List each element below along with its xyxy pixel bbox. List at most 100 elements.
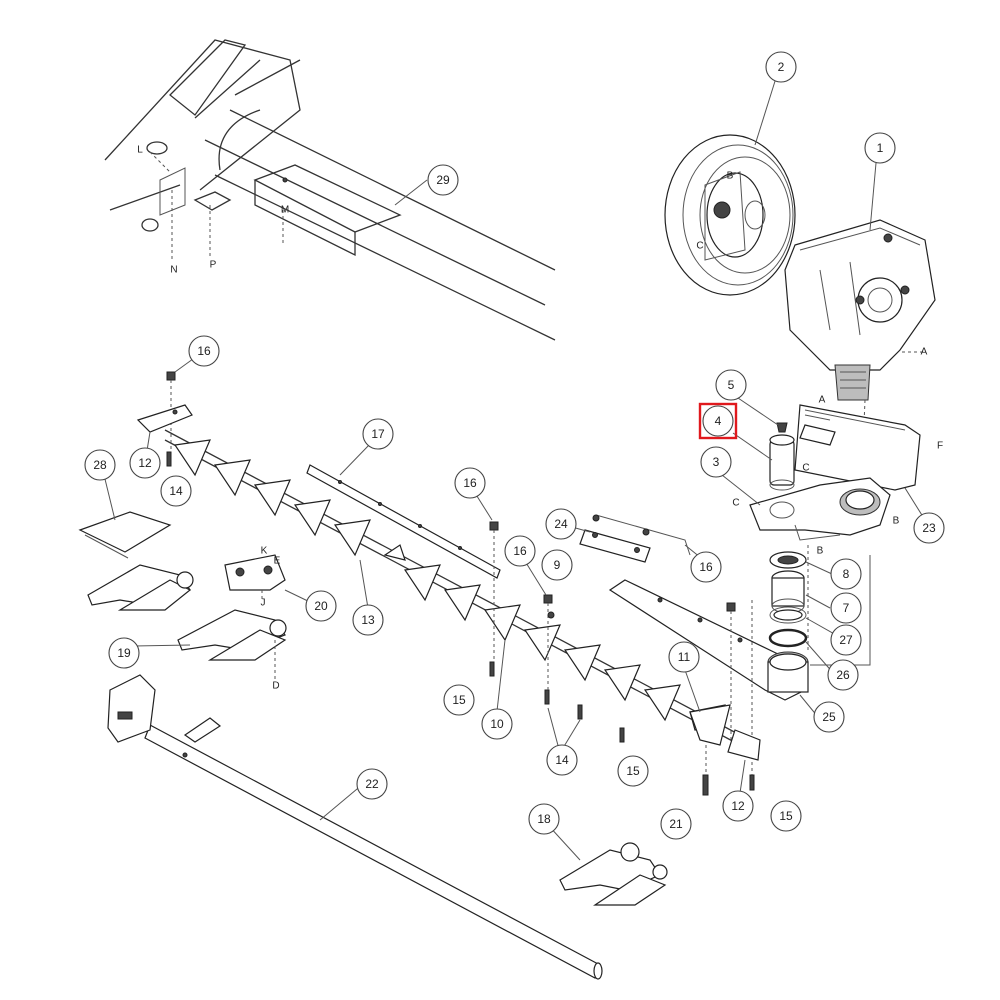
svg-text:14: 14 — [169, 484, 183, 498]
callout-4[interactable]: 4 — [702, 405, 734, 437]
svg-text:15: 15 — [452, 693, 466, 707]
svg-text:2: 2 — [778, 60, 785, 74]
callout-25: 25 — [813, 701, 845, 733]
callout-20: 20 — [305, 590, 337, 622]
pulley — [664, 134, 796, 296]
svg-text:9: 9 — [554, 558, 561, 572]
svg-text:7: 7 — [843, 601, 850, 615]
callout-27: 27 — [830, 624, 862, 656]
guards-19 — [87, 564, 287, 680]
guard-plate — [689, 704, 731, 746]
knife-clip-20 — [224, 554, 286, 600]
callout-22: 22 — [356, 768, 388, 800]
letter-references: L M N P B C A A C F C B B K E J D — [137, 145, 943, 692]
letter-C-arm: C — [732, 498, 739, 509]
callout-5: 5 — [715, 369, 747, 401]
letter-B-arm: B — [893, 516, 900, 527]
callout-14-left: 14 — [160, 475, 192, 507]
callout-3: 3 — [700, 446, 732, 478]
letter-B-pulley: B — [727, 171, 734, 182]
letter-M: M — [281, 205, 289, 216]
svg-text:19: 19 — [117, 646, 131, 660]
callout-2: 2 — [765, 51, 797, 83]
svg-text:18: 18 — [537, 812, 551, 826]
svg-text:5: 5 — [728, 378, 735, 392]
svg-text:22: 22 — [365, 777, 379, 791]
svg-text:12: 12 — [731, 799, 745, 813]
svg-text:29: 29 — [436, 173, 450, 187]
callout-28: 28 — [84, 449, 116, 481]
callout-14-bottom: 14 — [546, 744, 578, 776]
callout-16-right: 16 — [690, 551, 722, 583]
wear-strip — [306, 464, 501, 579]
shield — [794, 404, 921, 491]
svg-text:3: 3 — [713, 455, 720, 469]
svg-text:4: 4 — [715, 414, 722, 428]
svg-text:10: 10 — [490, 717, 504, 731]
knife-head — [608, 579, 809, 701]
callout-8: 8 — [830, 558, 862, 590]
svg-text:16: 16 — [463, 476, 477, 490]
tube-22 — [107, 674, 603, 980]
guard-18 — [559, 842, 668, 906]
callout-16-middle: 16 — [454, 467, 486, 499]
letter-A-gearbox: A — [921, 347, 928, 358]
svg-text:1: 1 — [877, 141, 884, 155]
bearing-stack — [768, 545, 871, 666]
svg-text:15: 15 — [626, 764, 640, 778]
letter-C-shield: C — [802, 463, 809, 474]
callout-15-right: 15 — [770, 800, 802, 832]
callout-15-middle: 15 — [617, 755, 649, 787]
svg-text:16: 16 — [197, 344, 211, 358]
svg-text:17: 17 — [371, 427, 385, 441]
callout-15-left: 15 — [443, 684, 475, 716]
pitman-arm — [749, 477, 891, 541]
callout-23: 23 — [913, 512, 945, 544]
svg-text:21: 21 — [669, 817, 683, 831]
grease-fitting-and-bushing — [769, 422, 795, 491]
callout-13: 13 — [352, 604, 384, 636]
header-frame — [104, 39, 556, 341]
svg-text:13: 13 — [361, 613, 375, 627]
letter-P: P — [210, 260, 217, 271]
svg-text:26: 26 — [836, 668, 850, 682]
letter-C-pulley: C — [696, 241, 703, 252]
svg-text:8: 8 — [843, 567, 850, 581]
callout-26: 26 — [827, 659, 859, 691]
callout-4-highlight-box — [698, 402, 738, 440]
letter-F: F — [937, 441, 943, 452]
callout-16-top: 16 — [188, 335, 220, 367]
callout-16-lower: 16 — [504, 535, 536, 567]
letter-B-bearing: B — [817, 546, 824, 557]
svg-text:27: 27 — [839, 633, 853, 647]
letter-N: N — [170, 265, 177, 276]
callout-18: 18 — [528, 803, 560, 835]
svg-text:24: 24 — [554, 517, 568, 531]
bracket-28 — [78, 511, 172, 559]
svg-text:16: 16 — [513, 544, 527, 558]
callout-12-right: 12 — [722, 790, 754, 822]
callout-11: 11 — [668, 641, 700, 673]
plate-24 — [579, 514, 691, 563]
callout-7: 7 — [830, 592, 862, 624]
svg-text:20: 20 — [314, 599, 328, 613]
letter-A-shield: A — [819, 395, 826, 406]
callout-1: 1 — [864, 132, 896, 164]
svg-text:28: 28 — [93, 458, 107, 472]
letter-K: K — [261, 546, 268, 557]
callout-17: 17 — [362, 418, 394, 450]
hold-down-clips — [136, 404, 761, 761]
letter-D: D — [272, 681, 279, 692]
svg-text:14: 14 — [555, 753, 569, 767]
callout-10: 10 — [481, 708, 513, 740]
callout-24: 24 — [545, 508, 577, 540]
callout-19: 19 — [108, 637, 140, 669]
callout-9: 9 — [541, 549, 573, 581]
svg-text:11: 11 — [678, 650, 691, 664]
svg-text:23: 23 — [922, 521, 936, 535]
svg-text:12: 12 — [138, 456, 152, 470]
gearbox — [784, 219, 936, 521]
svg-text:15: 15 — [779, 809, 793, 823]
svg-text:16: 16 — [699, 560, 713, 574]
